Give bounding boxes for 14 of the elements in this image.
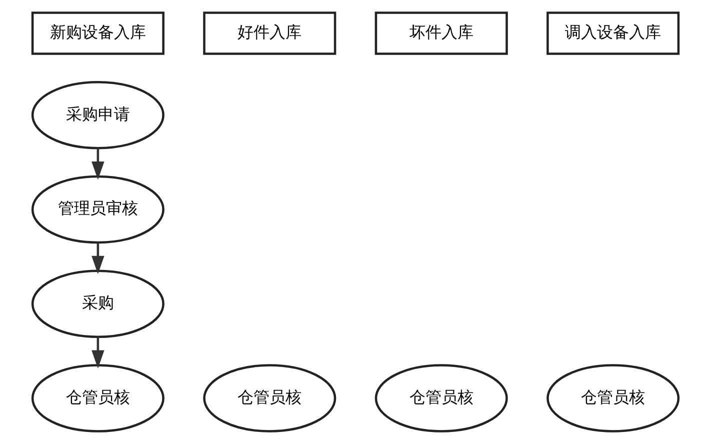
node-ellipse: 仓管员核 <box>203 364 336 432</box>
node-box: 好件入库 <box>203 12 336 55</box>
node-ellipse: 仓管员核 <box>546 364 680 432</box>
arrow <box>92 242 104 274</box>
node-ellipse: 采购 <box>31 270 164 338</box>
node-ellipse: 仓管员核 <box>31 364 164 432</box>
node-box: 调入设备入库 <box>546 12 680 55</box>
node-box: 坏件入库 <box>374 12 508 55</box>
node-ellipse: 仓管员核 <box>374 364 508 432</box>
arrow <box>92 148 104 180</box>
node-box: 新购设备入库 <box>31 12 164 55</box>
node-ellipse: 采购申请 <box>31 81 164 150</box>
arrow <box>92 337 104 369</box>
node-ellipse: 管理员审核 <box>31 175 164 244</box>
